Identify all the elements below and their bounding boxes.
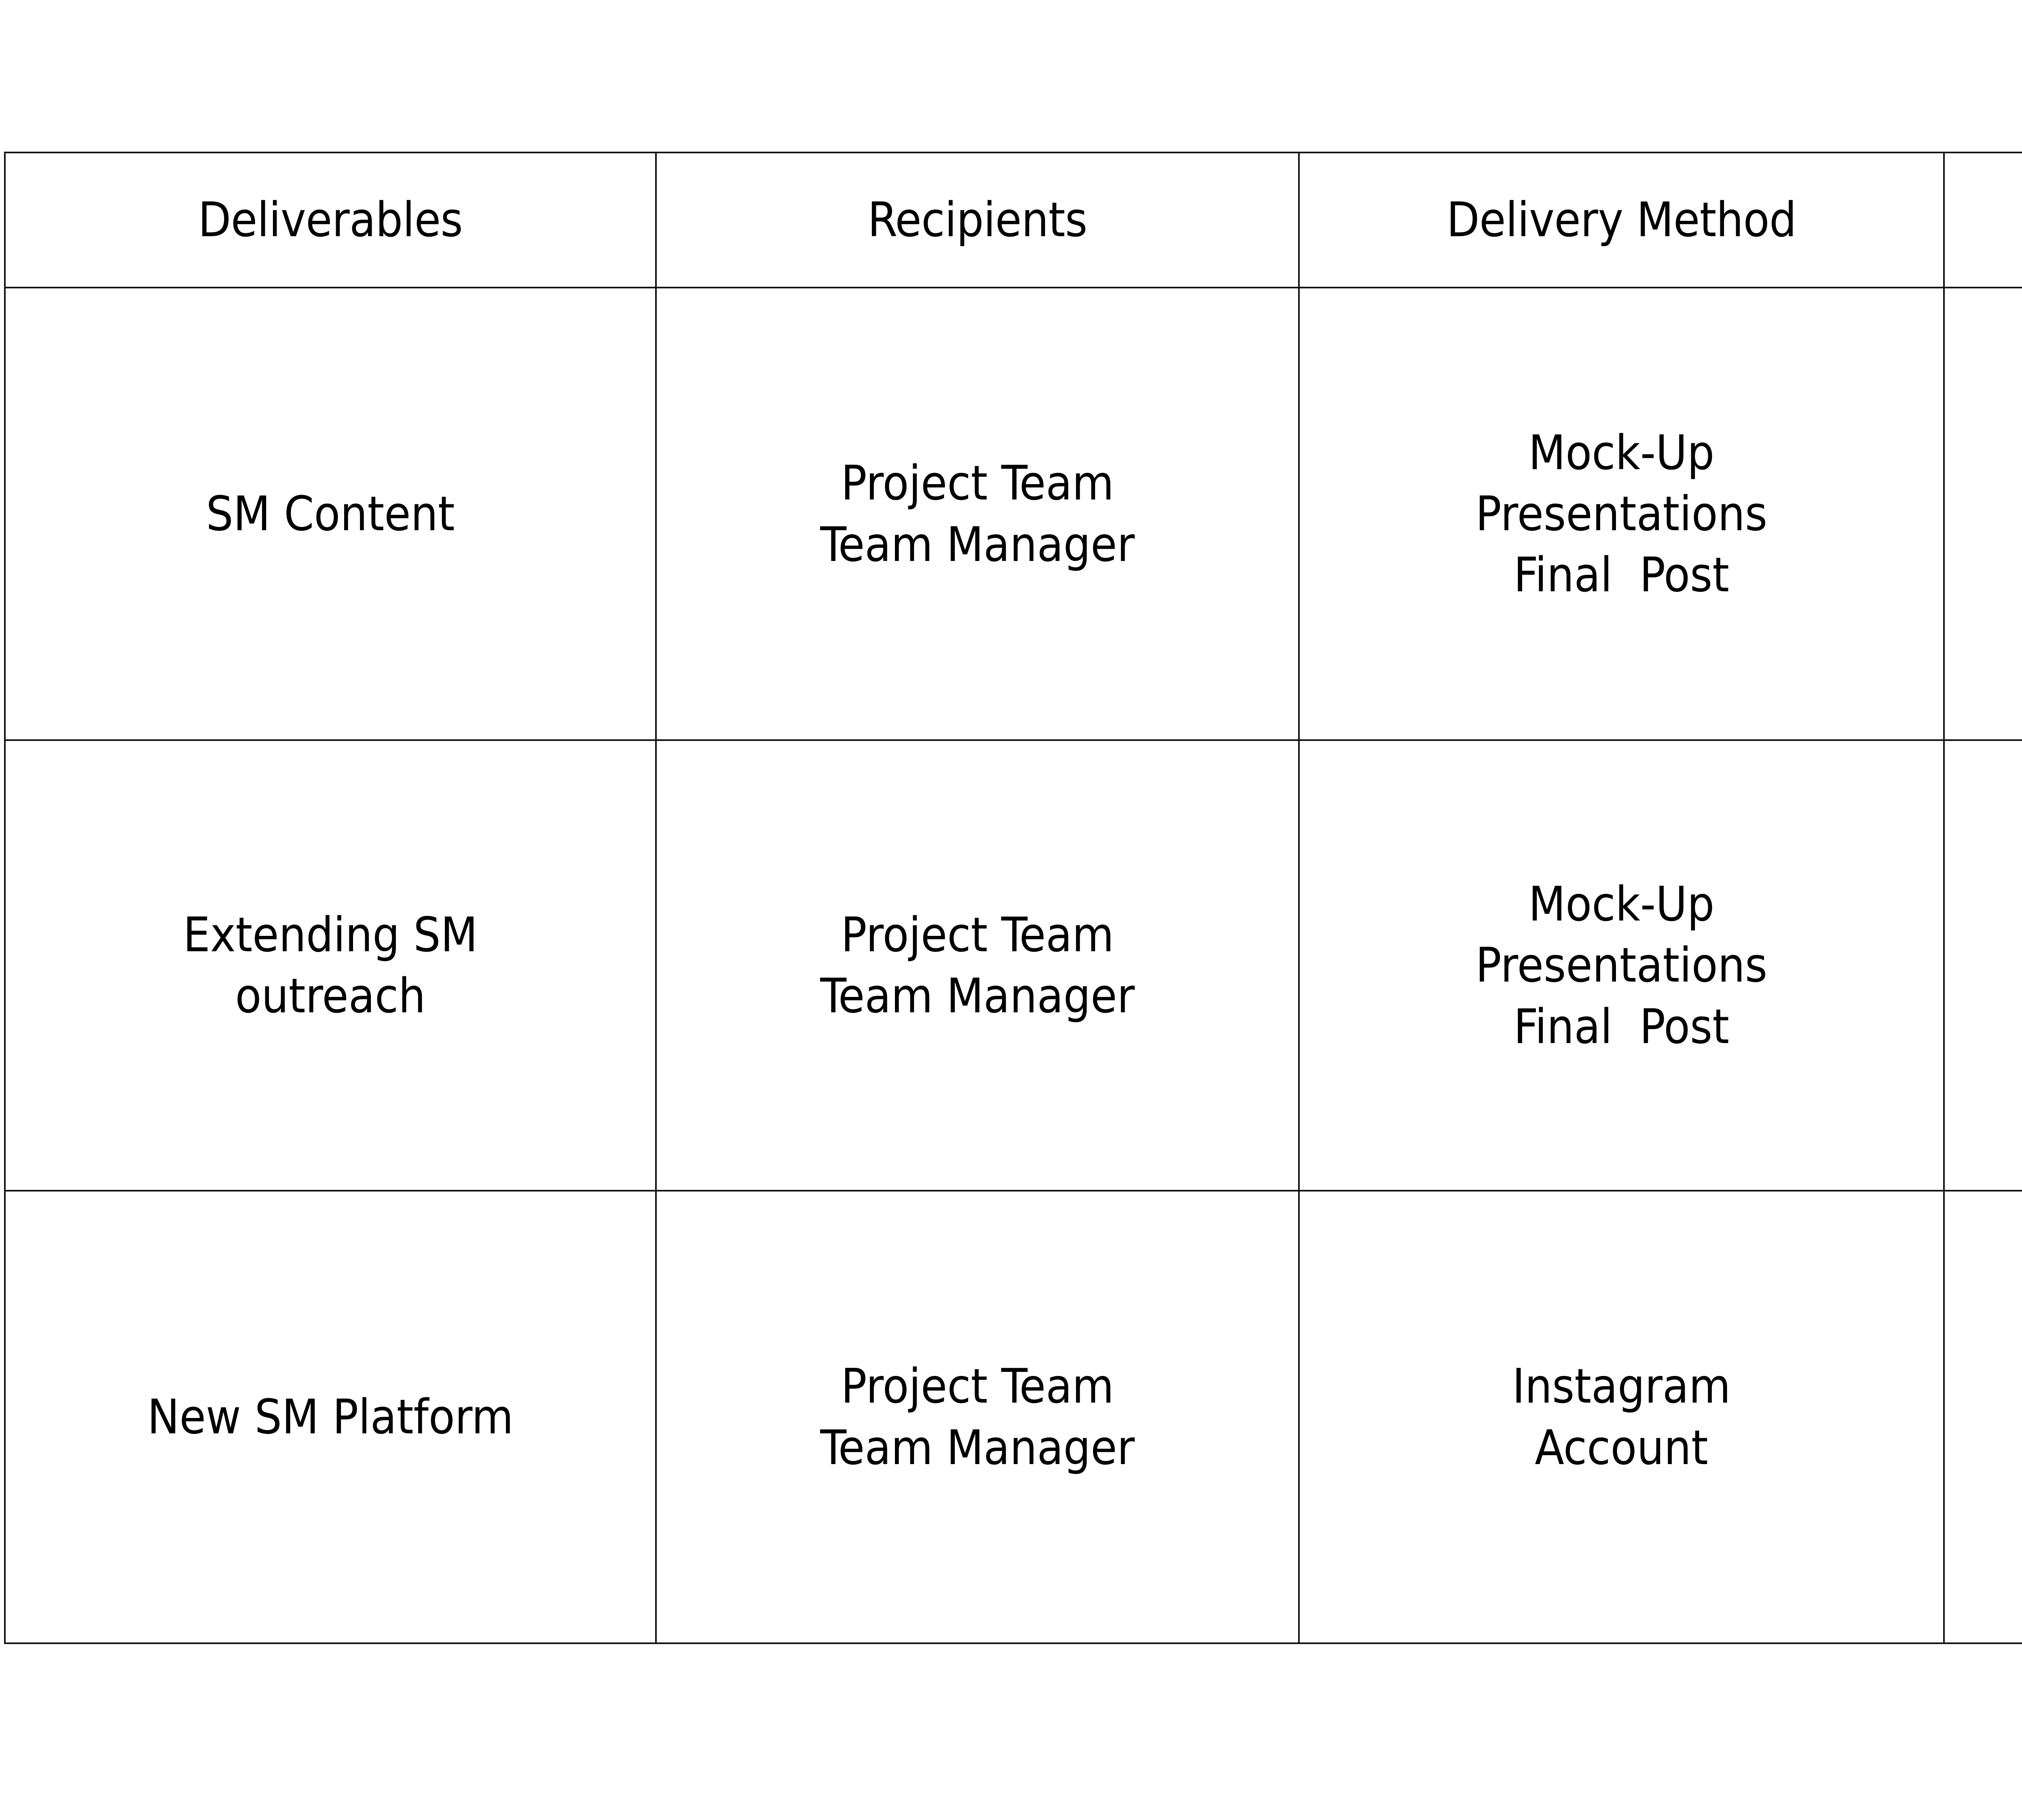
cell-delivery-method: Mock-Up Presentations Final Post <box>1298 739 1945 1191</box>
table-row: SM Content Project Team Team Manager Moc… <box>4 287 2022 741</box>
cell-text: Project Team Team Manager <box>820 1358 1135 1475</box>
cell-text: Mock-Up Presentations Final Post <box>1475 424 1768 603</box>
cell-recipients: Project Team Team Manager <box>655 739 1300 1191</box>
cell-text: As needed <box>1945 935 2022 996</box>
cell-text: Project Team Team Manager <box>820 455 1135 572</box>
cell-recipients: Project Team Team Manager <box>655 1190 1300 1644</box>
cell-delivery-method: Mock-Up Presentations Final Post <box>1298 287 1945 741</box>
column-header-recipients: Recipients <box>655 152 1300 288</box>
cell-recipients: Project Team Team Manager <box>655 287 1300 741</box>
cell-text: As needed <box>1945 483 2022 544</box>
cell-deliverables: Extending SM outreach <box>4 739 657 1191</box>
cell-text: Mock-Up Presentations Final Post <box>1475 876 1768 1054</box>
table-row: Extending SM outreach Project Team Team … <box>4 739 2022 1191</box>
cell-deliverables: New SM Platform <box>4 1190 657 1644</box>
table-header-row: Deliverables Recipients Delivery Method … <box>4 152 2022 288</box>
cell-text: Immediately <box>1945 1386 2022 1448</box>
column-header-delivery-method: Delivery Method <box>1298 152 1945 288</box>
cell-text: SM Content <box>206 485 455 542</box>
column-header-deliverables: Deliverables <box>4 152 657 288</box>
cell-schedule: Immediately <box>1943 1190 2022 1644</box>
cell-text: Extending SM outreach <box>183 906 478 1024</box>
cell-delivery-method: Instagram Account <box>1298 1190 1945 1644</box>
cell-text: Instagram Account <box>1512 1358 1731 1475</box>
table-row: New SM Platform Project Team Team Manage… <box>4 1190 2022 1644</box>
cell-text: New SM Platform <box>147 1388 514 1445</box>
cell-schedule: As needed <box>1943 739 2022 1191</box>
cell-schedule: As needed <box>1943 287 2022 741</box>
cell-text: Project Team Team Manager <box>820 906 1135 1024</box>
column-header-schedule: Schedule <box>1943 152 2022 288</box>
communication-plan-table: Deliverables Recipients Delivery Method … <box>4 152 2022 1644</box>
cell-deliverables: SM Content <box>4 287 657 741</box>
